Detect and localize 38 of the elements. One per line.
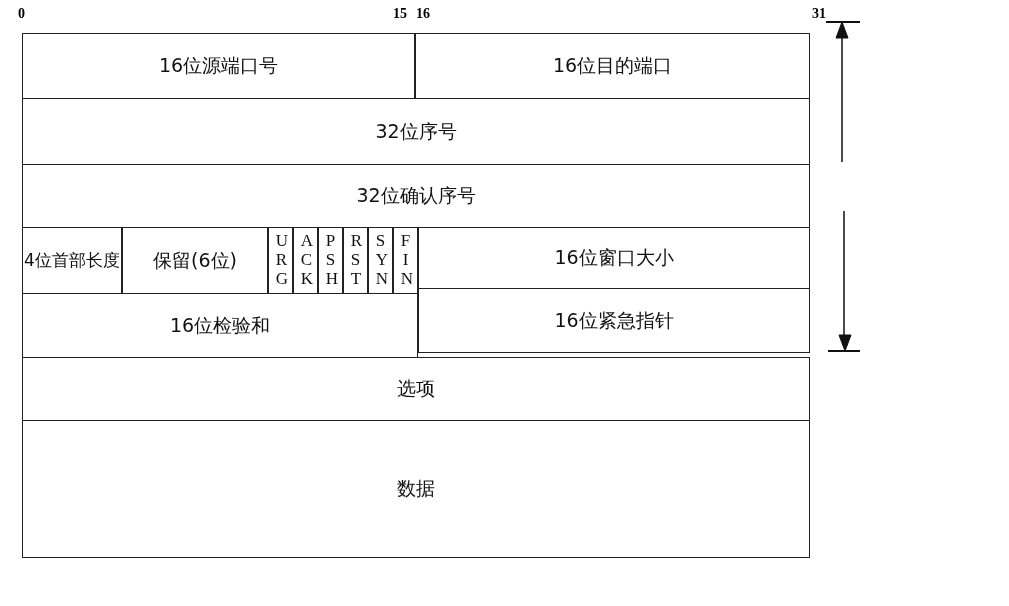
flag-field (343, 227, 368, 294)
bit-position: 0 (18, 6, 25, 22)
field-label: 16位紧急指针 (554, 307, 674, 333)
field-label: RST (350, 232, 361, 289)
field-label: SYN (375, 232, 386, 289)
field-label: 4位首部长度 (24, 249, 120, 272)
flag-field (268, 227, 293, 294)
field-label: FIN (400, 232, 411, 289)
field-label: 保留(6位) (153, 247, 237, 273)
header-field (122, 227, 268, 294)
field-label: 32位序号 (375, 118, 457, 144)
header-field (22, 164, 810, 228)
header-field (415, 33, 810, 99)
field-label: 16位源端口号 (158, 53, 279, 78)
header-field (22, 227, 122, 294)
field-label: 16位窗口大小 (554, 245, 674, 270)
header-field (22, 293, 418, 358)
field-label: 16位目的端口 (552, 53, 673, 78)
field-label: PSH (325, 232, 336, 289)
header-field (418, 227, 810, 289)
field-label: ACK (300, 232, 311, 289)
field-label: 选项 (397, 376, 435, 401)
header-field (22, 33, 415, 99)
bit-position: 16 (416, 6, 430, 22)
flag-field (293, 227, 318, 294)
flag-field (368, 227, 393, 294)
bit-position: 15 (393, 6, 407, 22)
flag-field (318, 227, 343, 294)
header-field (418, 288, 810, 353)
field-label: 32位确认序号 (356, 183, 476, 208)
header-field (22, 98, 810, 165)
field-label: 16位检验和 (169, 312, 271, 338)
flag-field (393, 227, 418, 294)
bit-position: 31 (812, 6, 826, 22)
field-label: URG (275, 232, 286, 289)
header-field (22, 357, 810, 421)
header-field (22, 420, 810, 558)
field-label: 数据 (397, 476, 435, 501)
